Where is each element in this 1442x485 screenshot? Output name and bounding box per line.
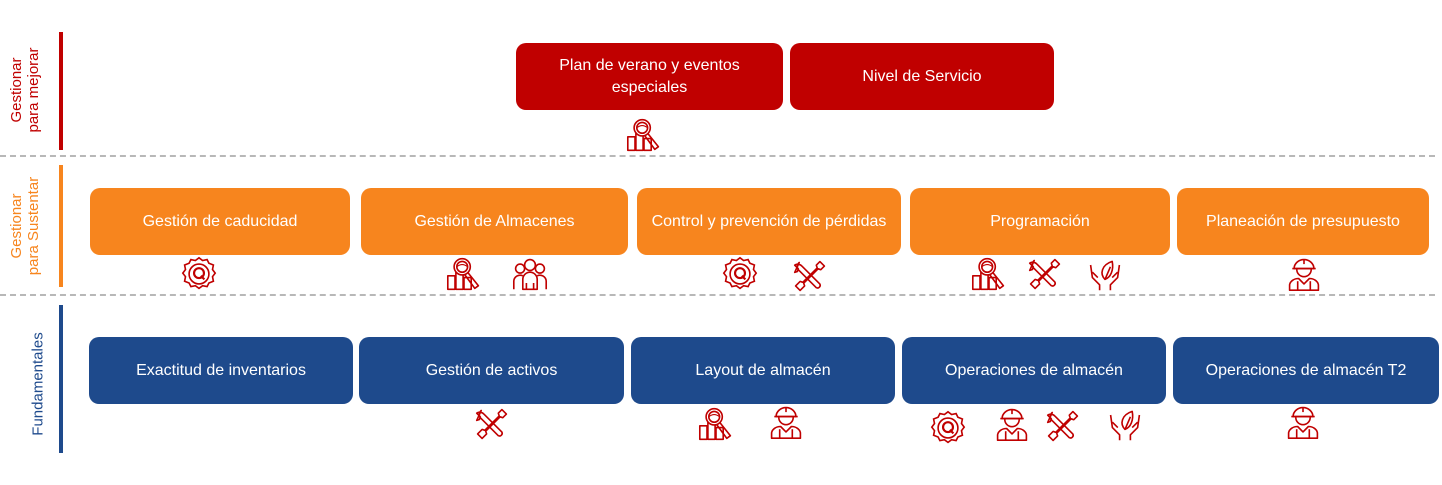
section-divider-bottom — [0, 294, 1435, 296]
tools-icon — [792, 258, 828, 294]
section-divider-top — [0, 155, 1435, 157]
box-layout-almacen-label: Layout de almacén — [695, 361, 831, 379]
worker-icon — [1286, 256, 1322, 292]
box-operaciones-almacen[interactable]: Operaciones de almacén — [902, 337, 1166, 404]
box-programacion-label: Programación — [990, 212, 1090, 230]
box-plan-verano-label: Plan de verano y eventos especiales — [559, 56, 740, 96]
box-plan-verano[interactable]: Plan de verano y eventos especiales — [516, 43, 783, 110]
worker-icon — [1285, 404, 1321, 440]
section-label-sustentar-line1: Gestionar — [8, 193, 25, 259]
section-label-fundamentales-text: Fundamentales — [29, 332, 47, 436]
section-label-mejorar-line2: para mejorar — [25, 47, 42, 133]
analysis-icon — [446, 256, 482, 292]
section-bar-fundamentales — [59, 305, 63, 453]
worker-icon — [768, 404, 804, 440]
box-nivel-servicio[interactable]: Nivel de Servicio — [790, 43, 1054, 110]
section-label-sustentar-line2: para Sustentar — [25, 176, 42, 276]
sustainability-icon — [1087, 256, 1123, 292]
analysis-icon — [626, 117, 662, 153]
tools-icon — [474, 406, 510, 442]
box-exactitud-inventarios[interactable]: Exactitud de inventarios — [89, 337, 353, 404]
box-planeacion-presupuesto[interactable]: Planeación de presupuesto — [1177, 188, 1429, 255]
section-bar-mejorar — [59, 32, 63, 150]
box-layout-almacen[interactable]: Layout de almacén — [631, 337, 895, 404]
box-exactitud-inventarios-label: Exactitud de inventarios — [136, 361, 306, 379]
box-gestion-activos[interactable]: Gestión de activos — [359, 337, 624, 404]
quality-badge-icon — [930, 410, 966, 446]
analysis-icon — [971, 256, 1007, 292]
analysis-icon — [698, 406, 734, 442]
tools-icon — [1027, 256, 1063, 292]
section-label-mejorar-line1: Gestionar — [8, 57, 25, 123]
box-programacion[interactable]: Programación — [910, 188, 1170, 255]
box-operaciones-almacen-label: Operaciones de almacén — [945, 361, 1123, 379]
box-gestion-almacenes-label: Gestión de Almacenes — [414, 212, 575, 230]
sustainability-icon — [1107, 406, 1143, 442]
quality-badge-icon — [722, 256, 758, 292]
box-nivel-servicio-label: Nivel de Servicio — [862, 67, 982, 85]
box-gestion-caducidad-label: Gestión de caducidad — [142, 212, 298, 230]
team-icon — [512, 256, 548, 292]
worker-icon — [994, 406, 1030, 442]
box-operaciones-almacen-t2-label: Operaciones de almacén T2 — [1205, 361, 1407, 379]
box-operaciones-almacen-t2[interactable]: Operaciones de almacén T2 — [1173, 337, 1439, 404]
box-gestion-activos-label: Gestión de activos — [425, 361, 558, 379]
box-gestion-caducidad[interactable]: Gestión de caducidad — [90, 188, 350, 255]
quality-badge-icon — [181, 256, 217, 292]
box-control-perdidas[interactable]: Control y prevención de pérdidas — [637, 188, 901, 255]
box-gestion-almacenes[interactable]: Gestión de Almacenes — [361, 188, 628, 255]
box-planeacion-presupuesto-label: Planeación de presupuesto — [1206, 212, 1400, 230]
tools-icon — [1045, 408, 1081, 444]
section-bar-sustentar — [59, 165, 63, 287]
box-control-perdidas-label: Control y prevención de pérdidas — [651, 212, 887, 230]
